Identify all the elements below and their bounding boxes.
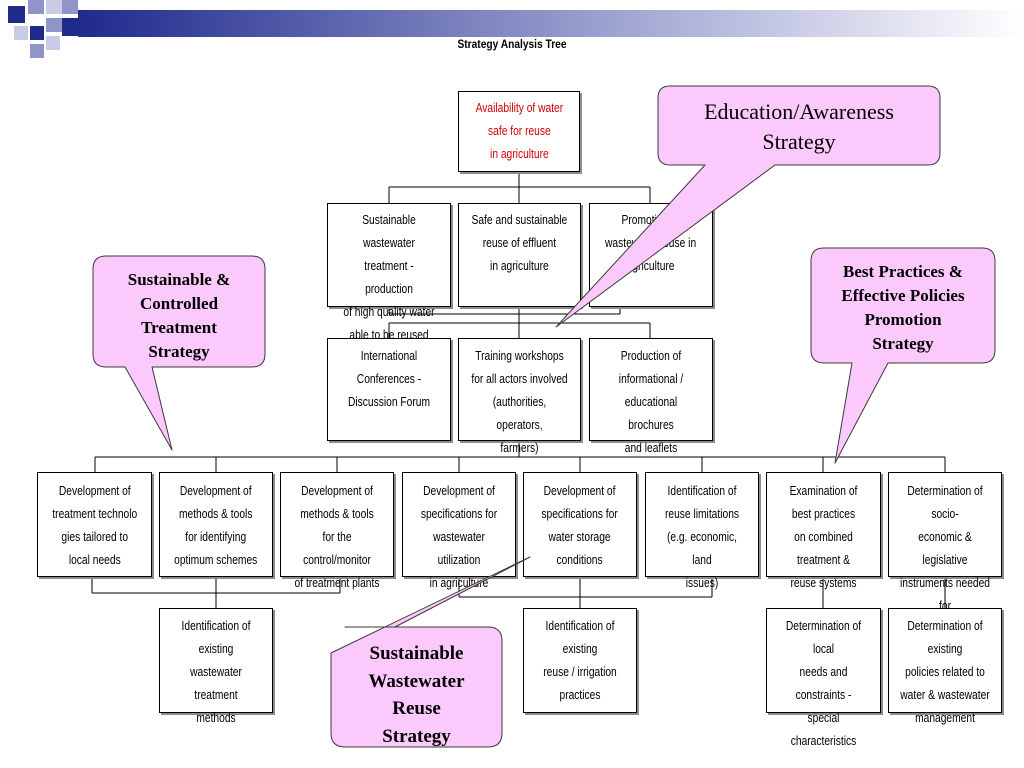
tree-node-level2: Training workshops for all actors involv… — [458, 338, 581, 455]
header-square — [30, 44, 44, 58]
callout-best-practices-text: Best Practices & Effective Policies Prom… — [841, 262, 965, 353]
tree-node-label: Production of informational / educationa… — [618, 349, 684, 455]
tree-node-label: Safe and sustainable reuse of effluent i… — [471, 213, 568, 273]
header-square — [46, 0, 62, 14]
header-square — [62, 18, 78, 36]
callout-bubble-education — [555, 85, 941, 328]
tree-node-level2: International Conferences - Discussion F… — [327, 338, 451, 441]
page-title: Strategy Analysis Tree — [457, 37, 567, 51]
header-decoration — [8, 0, 1024, 58]
tree-node-label: Determination of existing policies relat… — [900, 619, 990, 725]
tree-node-label: Development of methods & tools for ident… — [174, 484, 258, 567]
tree-node-label: Determination of local needs and constra… — [785, 619, 862, 748]
tree-node-label: Development of specifications for water … — [541, 484, 619, 567]
tree-node-level1: Safe and sustainable reuse of effluent i… — [458, 203, 581, 307]
header-gradient-band — [78, 10, 1024, 37]
callout-education-text: Education/Awareness Strategy — [704, 99, 894, 154]
tree-node-label: Development of methods & tools for the c… — [294, 484, 380, 590]
tree-node-label: International Conferences - Discussion F… — [347, 349, 431, 409]
header-square — [46, 18, 62, 32]
tree-node-level4: Identification of existing wastewater tr… — [159, 608, 273, 725]
tree-node-level4: Determination of local needs and constra… — [766, 608, 881, 748]
header-square — [30, 26, 44, 40]
callout-reuse-text: Sustainable Wastewater Reuse Strategy — [368, 643, 465, 747]
header-square — [62, 0, 78, 14]
tree-node-label: Development of treatment technolo gies t… — [52, 484, 137, 567]
callout-bubble-best-practices — [810, 247, 996, 464]
callout-bubble-treatment — [92, 255, 266, 451]
tree-node-label: Identification of reuse limitations (e.g… — [664, 484, 740, 590]
tree-node-level4: Identification of existing reuse / irrig… — [523, 608, 637, 713]
header-square — [14, 26, 28, 40]
tree-node-label: Development of specifications for wastew… — [420, 484, 498, 590]
tree-node-label: Availability of water safe for reuse in … — [475, 101, 563, 161]
callout-treatment-text: Sustainable & Controlled Treatment Strat… — [127, 270, 231, 361]
tree-node-level3: Development of methods & tools for the c… — [280, 472, 394, 590]
tree-node-level3: Development of methods & tools for ident… — [159, 472, 273, 577]
tree-node-level3: Examination of best practices on combine… — [766, 472, 881, 590]
tree-node-label: Identification of existing wastewater tr… — [181, 619, 251, 725]
tree-node-root: Availability of water safe for reuse in … — [458, 91, 580, 172]
tree-node-level3: Development of treatment technolo gies t… — [37, 472, 152, 577]
tree-node-level3: Development of specifications for wastew… — [402, 472, 516, 590]
header-square — [28, 0, 44, 14]
tree-node-level4: Determination of existing policies relat… — [888, 608, 1002, 725]
tree-node-level3: Identification of reuse limitations (e.g… — [645, 472, 759, 590]
tree-node-level3: Determination of socio- economic & legis… — [888, 472, 1002, 659]
tree-node-label: Training workshops for all actors involv… — [471, 349, 568, 455]
tree-node-label: Identification of existing reuse / irrig… — [543, 619, 617, 702]
tree-node-label: Examination of best practices on combine… — [789, 484, 858, 590]
tree-node-level3: Development of specifications for water … — [523, 472, 637, 577]
header-square — [46, 36, 60, 50]
header-square — [8, 6, 25, 23]
tree-node-level2: Production of informational / educationa… — [589, 338, 713, 455]
callout-bubble-reuse — [330, 556, 531, 748]
